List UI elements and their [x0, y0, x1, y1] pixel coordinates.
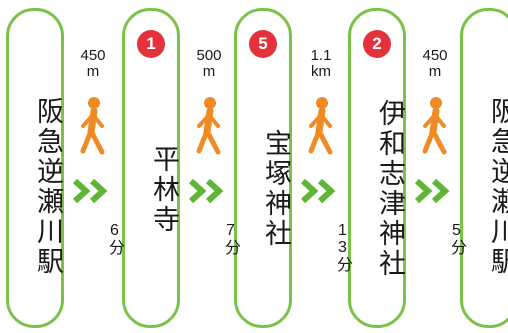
station-name: 伊和志津神社 [374, 99, 405, 279]
distance-label: 500 m [180, 48, 238, 80]
distance-value: 1.1 [310, 47, 332, 64]
stop-number-badge: 1 [137, 30, 165, 58]
segment-3: 1.1 km 13分 [292, 0, 351, 333]
walking-person-icon [308, 97, 333, 155]
time-value: 13 [334, 222, 351, 256]
distance-label: 450 m [406, 48, 464, 80]
time-value: 5 [448, 222, 465, 239]
time-label: 7分 [180, 222, 239, 255]
station-name: 宝塚神社 [260, 129, 291, 249]
station-end: 阪急逆瀬川駅 [460, 8, 508, 328]
distance-value: 450 [80, 47, 106, 64]
distance-unit: km [311, 63, 331, 80]
double-chevron-right-icon [188, 178, 224, 204]
station-iwashizu-jinja: 2 伊和志津神社 [348, 8, 406, 328]
double-chevron-right-icon [414, 178, 450, 204]
distance-label: 1.1 km [292, 48, 350, 80]
station-name: 平林寺 [148, 145, 179, 235]
time-label: 6分 [64, 222, 123, 255]
segment-1: 450 m 6分 [64, 0, 123, 333]
time-unit: 分 [222, 239, 239, 255]
segment-4: 450 m 5分 [406, 0, 465, 333]
time-value: 7 [222, 222, 239, 239]
double-chevron-right-icon [72, 178, 108, 204]
stop-number-badge: 2 [363, 30, 391, 58]
station-name: 阪急逆瀬川駅 [486, 97, 508, 277]
walking-person-icon [422, 97, 447, 155]
distance-unit: m [86, 63, 100, 80]
distance-unit: m [428, 63, 442, 80]
station-takarazuka-jinja: 5 宝塚神社 [234, 8, 292, 328]
time-label: 5分 [406, 222, 465, 255]
time-unit: 分 [334, 256, 351, 272]
distance-value: 450 [422, 47, 448, 64]
walking-person-icon [80, 97, 105, 155]
stop-number-badge: 5 [249, 30, 277, 58]
time-unit: 分 [106, 239, 123, 255]
double-chevron-right-icon [300, 178, 336, 204]
station-hirabayashiji: 1 平林寺 [122, 8, 180, 328]
time-value: 6 [106, 222, 123, 239]
distance-label: 450 m [64, 48, 122, 80]
time-label: 13分 [292, 222, 351, 272]
station-start: 阪急逆瀬川駅 [6, 8, 64, 328]
distance-value: 500 [196, 47, 222, 64]
station-name: 阪急逆瀬川駅 [32, 97, 63, 277]
walking-person-icon [196, 97, 221, 155]
segment-2: 500 m 7分 [180, 0, 239, 333]
time-unit: 分 [448, 239, 465, 255]
distance-unit: m [202, 63, 216, 80]
